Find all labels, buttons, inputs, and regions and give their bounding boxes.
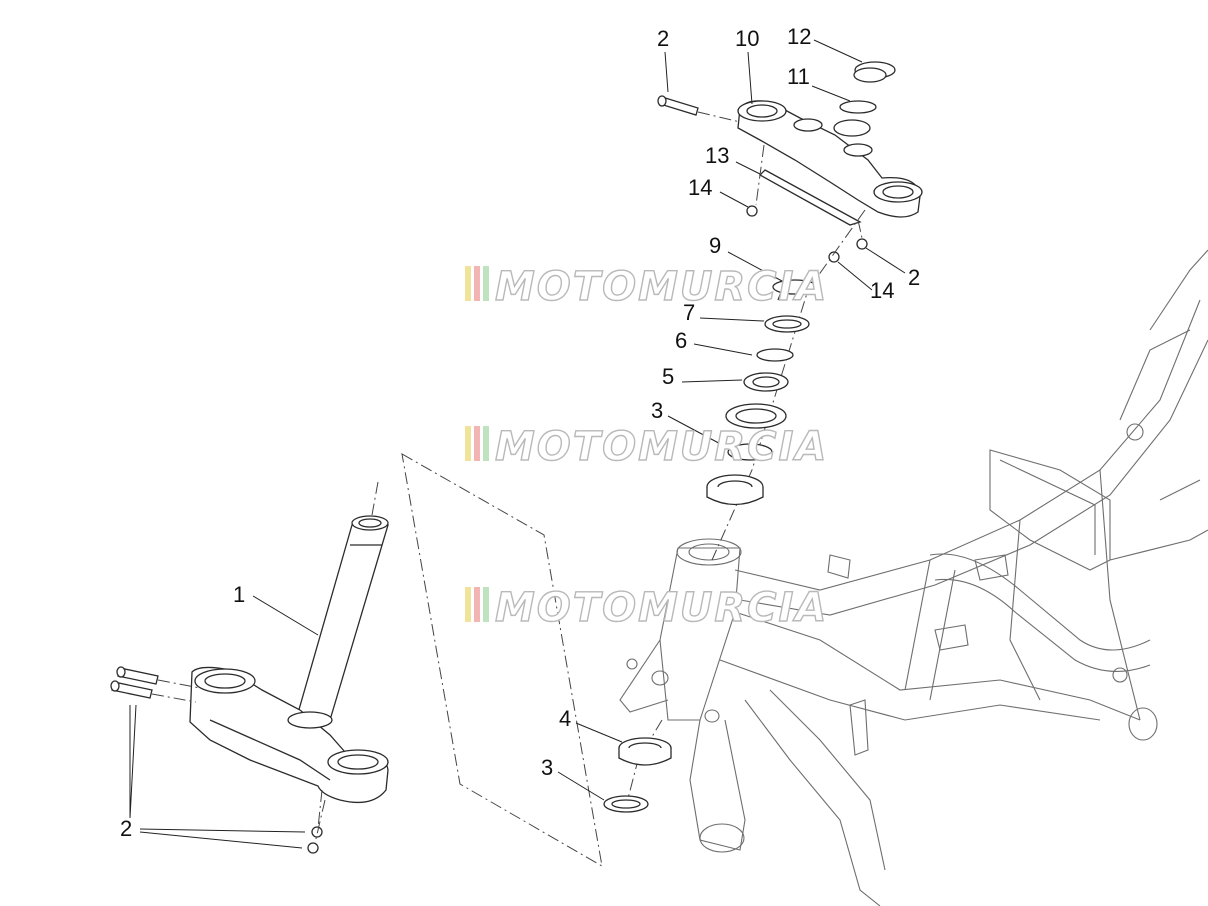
- callout-13: 13: [705, 143, 729, 168]
- leader-lines: [129, 39, 906, 849]
- callout-5: 5: [662, 364, 674, 389]
- reference-box: [401, 453, 603, 867]
- ring-6a: [756, 348, 794, 362]
- motorcycle-frame: [619, 249, 1208, 906]
- cover-plate: [758, 169, 862, 226]
- callout-3: 3: [541, 755, 553, 780]
- watermark-top: MOTOMURCIA: [465, 263, 828, 311]
- watermark-stripe: [465, 587, 471, 622]
- callout-6: 6: [675, 328, 687, 353]
- callout-2: 2: [657, 26, 669, 51]
- watermark-stripe: [465, 426, 471, 461]
- watermark-text: MOTOMURCIA: [495, 264, 828, 310]
- clamp-bolts: [110, 666, 159, 699]
- watermark-stripe: [465, 266, 471, 301]
- callout-2: 2: [120, 816, 132, 841]
- upper-triple-clamp-assembly: [657, 61, 923, 263]
- callout-3: 3: [651, 398, 663, 423]
- ring-3: [727, 443, 773, 461]
- lower-triple-clamp-assembly: [110, 515, 389, 854]
- callout-12: 12: [787, 24, 811, 49]
- watermark-stripe: [483, 426, 489, 461]
- watermark-stripe: [483, 266, 489, 301]
- lower-bearing-stack: [603, 719, 672, 813]
- watermark-text: MOTOMURCIA: [495, 424, 828, 470]
- callout-14: 14: [870, 278, 894, 303]
- callout-7: 7: [683, 300, 695, 325]
- steering-stem-tube: [295, 524, 389, 721]
- watermark-stripe: [474, 426, 480, 461]
- watermark-bottom: MOTOMURCIA: [465, 584, 828, 632]
- watermark-middle: MOTOMURCIA: [465, 423, 828, 471]
- watermark-text: MOTOMURCIA: [495, 585, 828, 631]
- steering-bearing-stack: [706, 209, 866, 561]
- watermark-stripe: [474, 587, 480, 622]
- callout-1: 1: [233, 582, 245, 607]
- callout-11: 11: [787, 64, 810, 89]
- callout-14: 14: [688, 175, 712, 200]
- callout-10: 10: [735, 26, 759, 51]
- callout-9: 9: [709, 233, 721, 258]
- washer: [839, 100, 877, 114]
- callout-labels: 1 2 2 2 3 3 4 5 6 7 9 10 11 12 13 14 14: [120, 24, 920, 841]
- ring-9: [772, 279, 818, 295]
- callout-4: 4: [559, 706, 571, 731]
- callout-2: 2: [908, 265, 920, 290]
- watermark-stripe: [474, 266, 480, 301]
- watermark-stripe: [483, 587, 489, 622]
